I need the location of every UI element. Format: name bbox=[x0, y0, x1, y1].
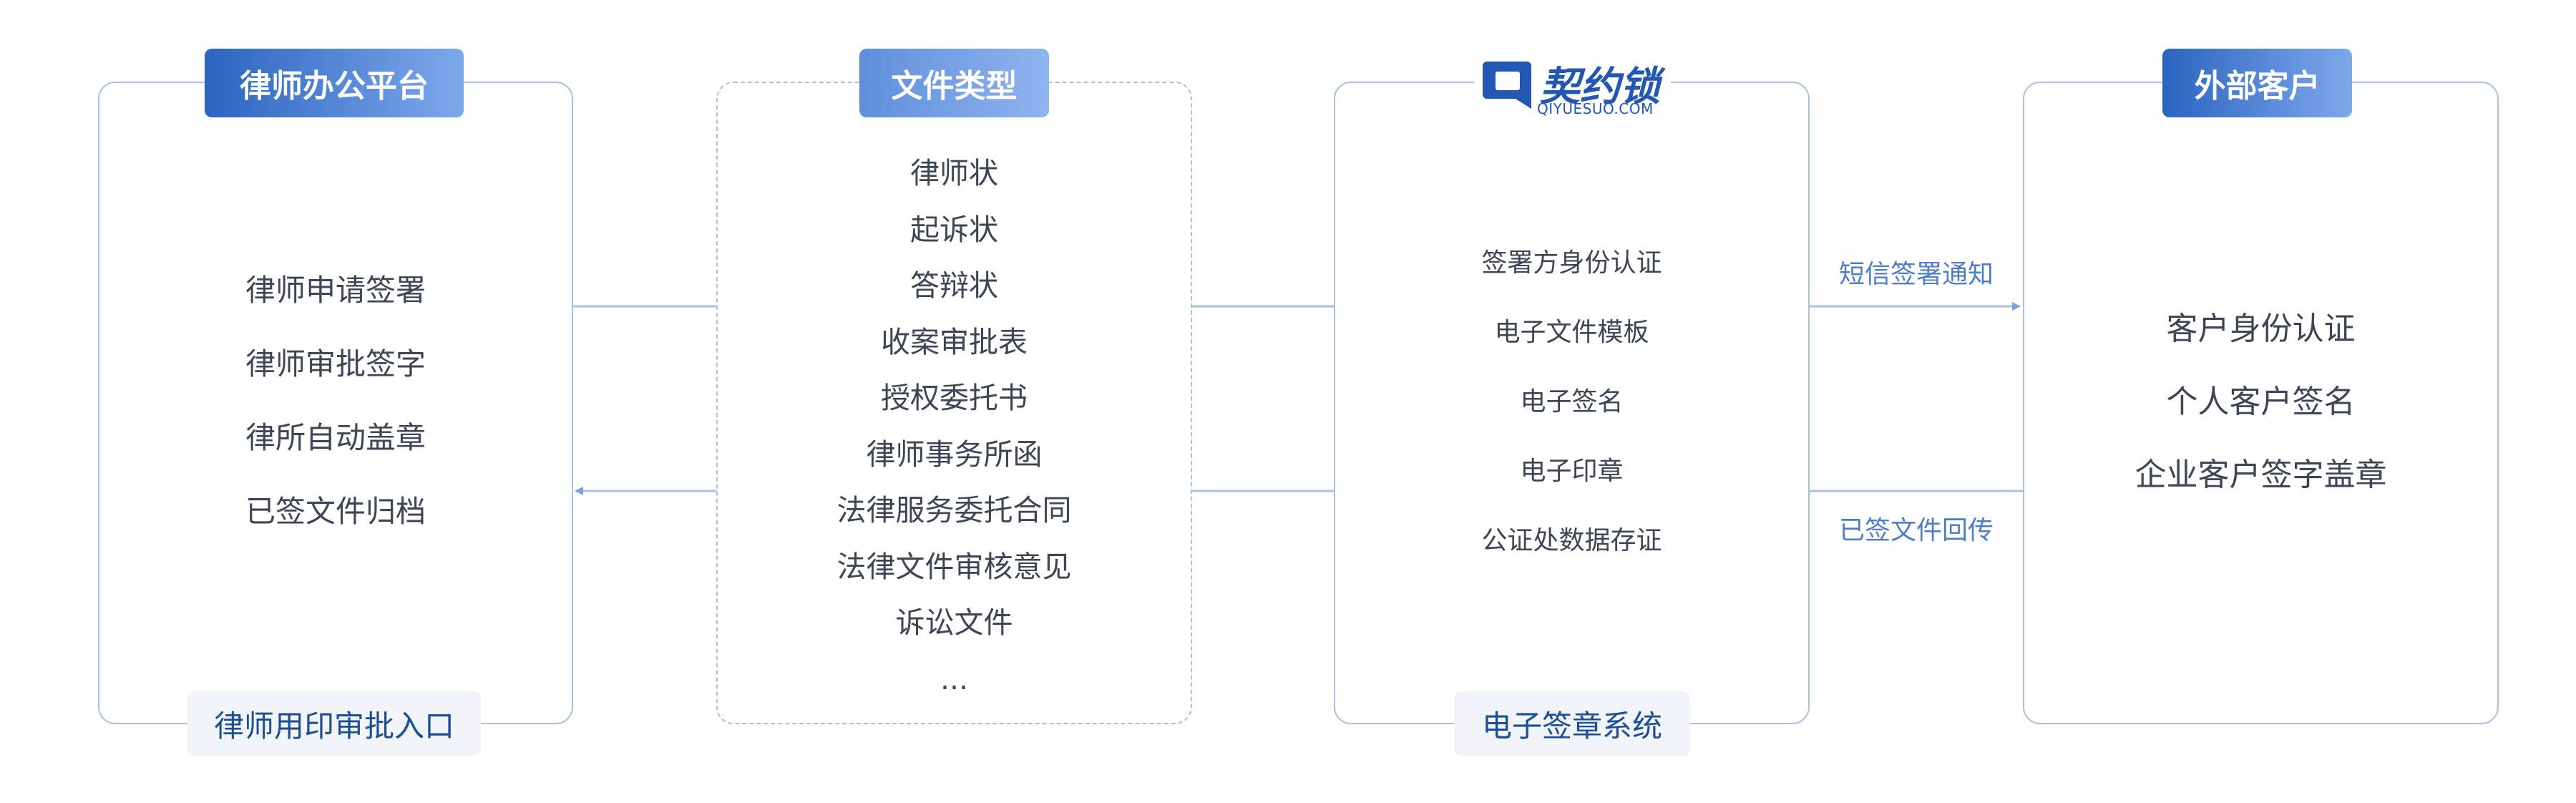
list-item: 法律文件审核意见 bbox=[836, 549, 1072, 584]
list-item: 签署方身份认证 bbox=[1481, 248, 1662, 278]
logo-name-cn: 契约锁 bbox=[1540, 64, 1660, 110]
list-item: 收案审批表 bbox=[881, 324, 1028, 359]
q-logo-icon bbox=[1483, 62, 1531, 109]
list-item-ellipsis: ... bbox=[940, 661, 969, 696]
list-item: 电子签名 bbox=[1520, 387, 1624, 417]
external-clients-title: 外部客户 bbox=[2162, 49, 2352, 117]
list-item: 律师申请签署 bbox=[245, 273, 426, 308]
external-clients-panel bbox=[2023, 82, 2499, 724]
list-item: 公证处数据存证 bbox=[1481, 526, 1662, 555]
list-item: 律师状 bbox=[910, 156, 998, 190]
sms-notice-label: 短信签署通知 bbox=[1839, 260, 1994, 289]
list-item: 答辩状 bbox=[910, 268, 998, 303]
esign-system-panel bbox=[1334, 82, 1810, 724]
document-types-list: 律师状 起诉状 答辩状 收案审批表 授权委托书 律师事务所函 法律服务委托合同 … bbox=[716, 152, 1192, 714]
lawyer-office-footer: 律师用印审批入口 bbox=[187, 691, 481, 756]
external-clients-list: 客户身份认证 个人客户签名 企业客户签字盖章 bbox=[2023, 308, 2499, 527]
list-item: 律所自动盖章 bbox=[245, 420, 426, 455]
document-types-title: 文件类型 bbox=[859, 49, 1049, 117]
esign-system-footer: 电子签章系统 bbox=[1454, 691, 1690, 756]
esign-system-list: 签署方身份认证 电子文件模板 电子签名 电子印章 公证处数据存证 bbox=[1334, 243, 1810, 590]
logo-name-en: QIYUESUO.COM bbox=[1537, 100, 1654, 117]
list-item: 起诉状 bbox=[910, 212, 998, 247]
list-item: 企业客户签字盖章 bbox=[2135, 457, 2387, 493]
lawyer-office-panel bbox=[98, 82, 573, 724]
list-item: 法律服务委托合同 bbox=[836, 493, 1072, 527]
document-types-panel bbox=[716, 82, 1192, 724]
list-item: 授权委托书 bbox=[881, 381, 1028, 415]
signed-return-label: 已签文件回传 bbox=[1839, 516, 1994, 545]
lawyer-office-list: 律师申请签署 律师审批签字 律所自动盖章 已签文件归档 bbox=[98, 269, 573, 564]
lawyer-office-title: 律师办公平台 bbox=[205, 49, 464, 117]
list-item: 个人客户签名 bbox=[2166, 384, 2356, 420]
qiyuesuo-logo: 契约锁 QIYUESUO.COM bbox=[1474, 54, 1671, 126]
list-item: 律师审批签字 bbox=[245, 346, 426, 381]
list-item: 诉讼文件 bbox=[895, 605, 1013, 640]
list-item: 律师事务所函 bbox=[866, 437, 1043, 472]
list-item: 客户身份认证 bbox=[2166, 311, 2356, 347]
list-item: 电子文件模板 bbox=[1494, 318, 1649, 347]
list-item: 已签文件归档 bbox=[245, 494, 426, 529]
list-item: 电子印章 bbox=[1520, 457, 1624, 486]
